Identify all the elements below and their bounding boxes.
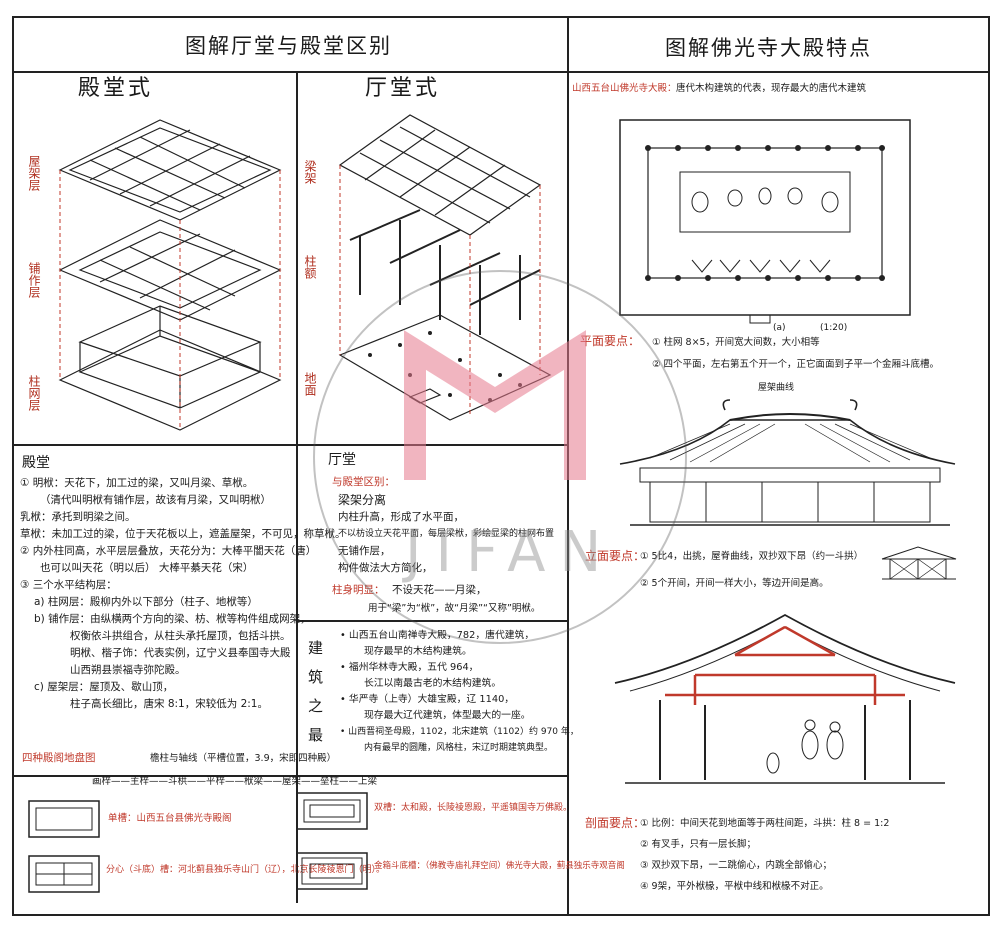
note-line: a) 柱网层：殿柳内外以下部分（柱子、地栿等） xyxy=(34,596,258,608)
example-line: • 山西晋祠圣母殿，1102，北宋建筑（1102）约 970 年， xyxy=(340,727,579,737)
plan-caption-b: (1:20) xyxy=(820,323,848,333)
note-line: ③ 三个水平结构层： xyxy=(20,579,117,591)
note-line: 乳栿：承托到明梁之间。 xyxy=(20,511,136,523)
example-line: 现存最早的木结构建筑。 xyxy=(364,646,472,657)
section-point: ③ 双抄双下昂，一二跳偷心，内跳全部偷心； xyxy=(640,860,833,871)
tingtang-heading: 厅堂式 xyxy=(365,76,441,101)
foguang-intro-label: 山西五台山佛光寺大殿： xyxy=(572,83,677,94)
note-line: 无铺作层， xyxy=(338,545,391,557)
base-label: 地面 xyxy=(303,372,317,396)
note-line: b) 铺作层：由纵横两个方向的梁、枋、栿等构件组成网架， xyxy=(34,613,311,625)
note-line: 不以枋设立天花平面，每层梁栿，彩绘显梁的柱网布置 xyxy=(338,529,555,539)
example-line: 长江以南最古老的木结构建筑。 xyxy=(364,678,502,689)
column-layer-label: 柱网层 xyxy=(27,375,41,411)
plan-item-4: 金箱斗底槽：（佛教寺庙礼拜空间）佛光寺大殿，蓟县独乐寺观音阁 xyxy=(374,861,625,871)
note-line: 用于“梁”为“栿”，故“月梁”“又称”明栿。 xyxy=(368,603,541,614)
diantang-notes: ① 明栿：天花下，加工过的梁，又叫月梁、草栿。 （清代叫明栿有铺作层，故该有月梁… xyxy=(20,475,346,713)
plan-points-label: 平面要点： xyxy=(580,334,641,348)
note-line: 权衡依斗拱组合，从柱头承托屋顶，包括斗拱。 xyxy=(70,630,291,642)
plan-double-groove xyxy=(296,792,368,830)
left-mid-divider xyxy=(12,444,568,446)
left-inner-divider xyxy=(296,73,298,903)
diantang-exploded-diagram xyxy=(58,119,282,431)
examples-list: • 山西五台山南禅寺大殿，782，唐代建筑， 现存最早的木结构建筑。 • 福州华… xyxy=(340,628,579,756)
diantang-notes-heading: 殿堂 xyxy=(22,455,50,471)
note-line: 山西朔县崇福寺弥陀殿。 xyxy=(70,664,186,676)
bracket-sketch xyxy=(881,546,957,580)
plan-single-groove xyxy=(28,800,100,838)
elevation-point: ① 5比4，出挑，屋脊曲线，双抄双下昂（约一斗拱） xyxy=(640,551,864,562)
plan-caption-a: (a) xyxy=(773,323,786,333)
zhu-label: 柱额 xyxy=(303,255,317,279)
diantang-heading: 殿堂式 xyxy=(78,76,154,101)
note-line: ① 明栿：天花下，加工过的梁，又叫月梁、草栿。 xyxy=(20,477,254,489)
note-line: 梁架分离 xyxy=(338,493,387,507)
example-line: 内有最早的圆雕，风格柱，宋辽时期建筑典型。 xyxy=(364,743,554,753)
roof-layer-label: 屋架层 xyxy=(27,155,41,191)
example-line: • 福州华林寺大殿，五代 964， xyxy=(340,662,479,673)
foguang-elevation xyxy=(619,399,956,526)
foguang-intro-text: 唐代木构建筑的代表，现存最大的唐代木建筑 xyxy=(676,83,867,94)
tingtang-notes: 梁架分离 内柱升高，形成了水平面， 不以枋设立天花平面，每层梁栿，彩绘显梁的柱网… xyxy=(338,492,554,577)
section-point: ② 有叉手，只有一层长脚； xyxy=(640,839,757,850)
elevation-dim-label: 屋架曲线 xyxy=(758,383,795,393)
bottom-divider xyxy=(12,775,568,777)
structure-chain: 画梓——主梓——斗栱——平梓——栿梁——屋架——垒柱——上梁 xyxy=(92,776,378,787)
example-line: • 华严寺（上寺）大雄宝殿，辽 1140， xyxy=(340,694,515,705)
note-line: 也可以叫天花（明以后） 大棒平綦天花（宋） xyxy=(40,562,254,574)
liang-label: 梁架 xyxy=(303,160,317,184)
note-line: 构件做法大方简化， xyxy=(338,562,433,574)
examples-side-label: 建筑之最 xyxy=(306,640,324,756)
note-line: ② 内外柱同高，水平层层叠放，天花分为：大棒平闇天花（唐） xyxy=(20,545,317,557)
note-line: 不设天花——月梁， xyxy=(392,584,487,596)
plan-item-3: 分心（斗底）槽：河北蓟县独乐寺山门（辽），北京长陵祾恩门（明）。 xyxy=(106,865,386,875)
tingtang-notes-heading: 厅堂 xyxy=(328,452,356,468)
plan-item-2: 双槽：太和殿，长陵祾恩殿，平遥镇国寺万佛殿。 xyxy=(374,803,573,813)
foguang-floor-plan xyxy=(619,119,911,324)
column-subheading: 柱身明显： xyxy=(332,584,385,596)
plan-divided-groove xyxy=(28,855,100,893)
elevation-point: ② 5个开间，开间一样大小，等边开间是高。 xyxy=(640,578,829,589)
title-divider xyxy=(12,71,990,73)
section-point: ① 比例：中间天花到地面等于两柱间距，斗拱：柱 8 = 1:2 xyxy=(640,818,890,829)
puzuo-layer-label: 铺作层 xyxy=(27,262,41,298)
drawing-sheet xyxy=(12,16,990,916)
watermark-logo xyxy=(404,330,586,480)
section-points-label: 剖面要点： xyxy=(585,816,646,830)
left-title: 图解厅堂与殿堂区别 xyxy=(185,34,392,58)
examples-divider xyxy=(296,620,568,622)
floorplan-subheading: 檐柱与轴线（平槽位置，3.9，宋即四种殿） xyxy=(150,753,337,764)
watermark-text: JIFAN xyxy=(405,520,616,585)
elevation-points-label: 立面要点： xyxy=(585,549,646,563)
right-title: 图解佛光寺大殿特点 xyxy=(665,36,872,60)
note-line: 草栿：未加工过的梁，位于天花板以上，遮盖屋架，不可见，称草栿。 xyxy=(20,528,346,540)
section-point: ④ 9架，平外栿椽，平栿中线和栿椽不对正。 xyxy=(640,881,829,892)
example-line: • 山西五台山南禅寺大殿，782，唐代建筑， xyxy=(340,630,535,641)
note-line: c) 屋架层：屋顶及、歇山顶， xyxy=(34,681,174,693)
note-line: 柱子高长细比，唐宋 8:1，宋较低为 2:1。 xyxy=(70,698,268,710)
plan-item-1: 单槽：山西五台县佛光寺殿阁 xyxy=(108,813,232,824)
plan-point: ② 四个平面，左右第五个开一个，正它面面到子平一个金厢斗底槽。 xyxy=(652,359,940,370)
note-line: 内柱升高，形成了水平面， xyxy=(338,511,464,523)
tingtang-diff-subheading: 与殿堂区别： xyxy=(332,476,395,488)
plan-point: ① 柱网 8×5，开间宽大间数，大小相等 xyxy=(652,337,820,348)
example-line: 现存最大辽代建筑，体型最大的一座。 xyxy=(364,710,531,721)
floorplan-heading: 四种殿阁地盘图 xyxy=(22,752,96,764)
note-line: （清代叫明栿有铺作层，故该有月梁，又叫明栿） xyxy=(40,494,271,506)
foguang-section xyxy=(614,613,956,784)
note-line: 明栿、楷子饰：代表实例，辽宁义县奉国寺大殿 xyxy=(70,647,291,659)
plan-golden-box-groove xyxy=(296,852,368,890)
